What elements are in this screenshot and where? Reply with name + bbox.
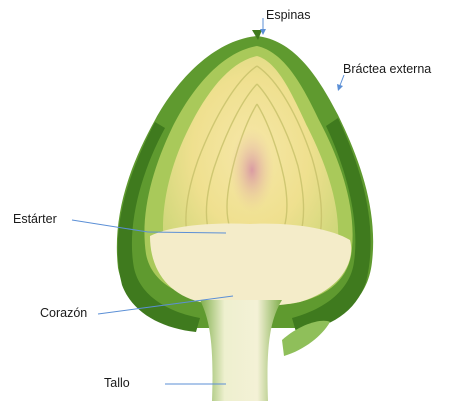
label-bractea-externa: Bráctea externa: [343, 62, 431, 76]
label-corazon: Corazón: [40, 306, 87, 320]
choke: [230, 128, 274, 212]
label-espinas: Espinas: [266, 8, 310, 22]
stem: [200, 300, 282, 401]
label-estarter: Estárter: [13, 212, 57, 226]
label-tallo: Tallo: [104, 376, 130, 390]
arrowhead-bractea: [337, 84, 343, 91]
